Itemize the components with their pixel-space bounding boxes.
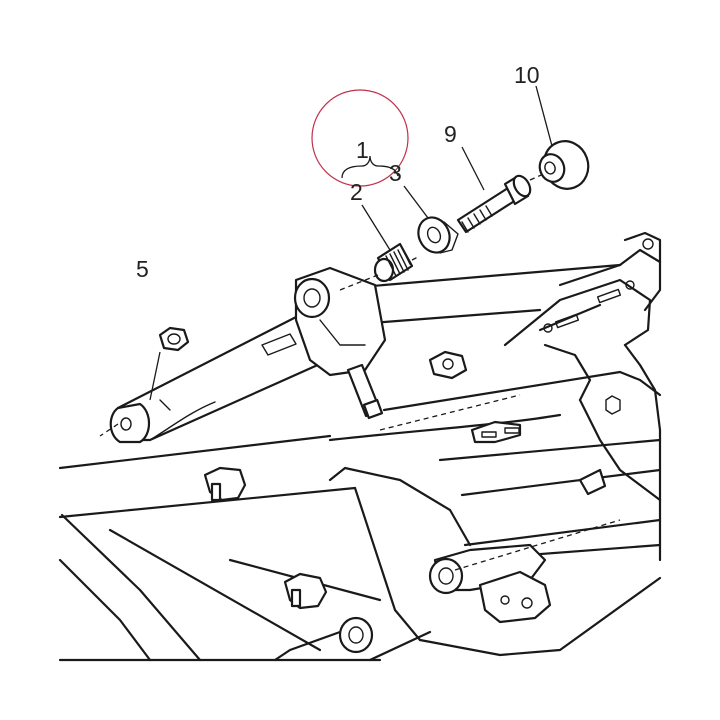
part-10-cap xyxy=(538,140,590,190)
callout-label-9: 9 xyxy=(444,121,457,147)
part-5-nut xyxy=(158,326,190,352)
part-2-bushing xyxy=(373,242,414,283)
explode-axis xyxy=(339,171,549,291)
pivot-boss xyxy=(293,266,387,377)
frame-lower xyxy=(58,434,662,662)
highlight-circle xyxy=(311,89,409,187)
callout-label-10: 10 xyxy=(514,62,540,88)
frame-right-section xyxy=(438,231,662,562)
callout-1-brace xyxy=(341,155,399,179)
frame-lower-mounts xyxy=(338,519,621,654)
callout-label-2: 2 xyxy=(350,179,363,205)
callout-label-3: 3 xyxy=(389,160,402,186)
shock-strut xyxy=(346,363,521,431)
part-3-washer xyxy=(417,216,459,254)
callout-label-1: 1 xyxy=(356,137,369,163)
part-9-bolt xyxy=(456,174,532,234)
leader-lines xyxy=(361,85,553,251)
callout-label-5: 5 xyxy=(136,256,149,282)
frame-tab-brackets xyxy=(203,388,607,610)
rail-hex-nut xyxy=(428,350,468,380)
